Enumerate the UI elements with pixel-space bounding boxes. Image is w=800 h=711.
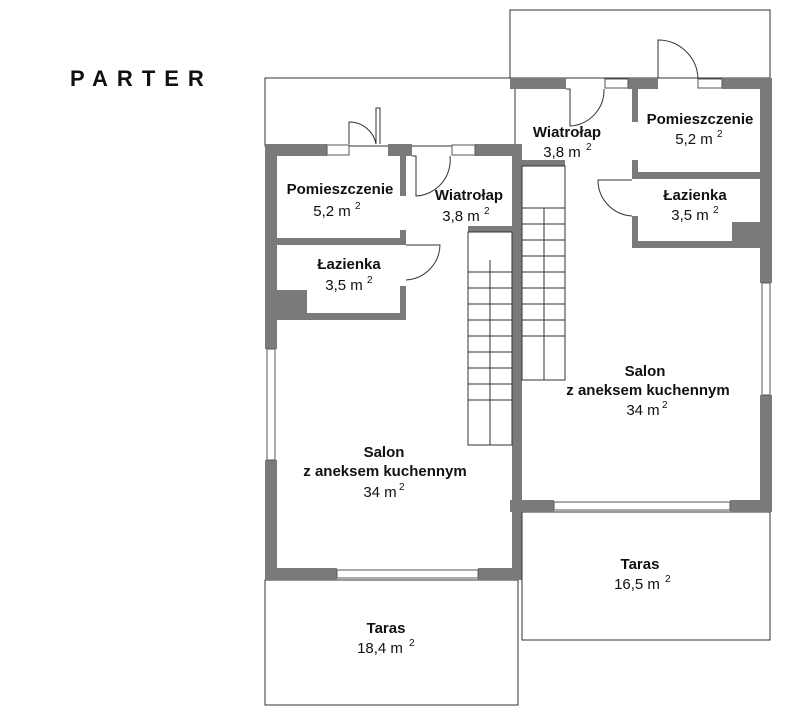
right-entrance-porch	[509, 9, 771, 79]
door-swing	[405, 244, 441, 281]
door-swing	[566, 88, 605, 127]
plan-title: PARTER	[70, 66, 213, 91]
window	[761, 282, 771, 396]
door-swing	[348, 107, 381, 145]
window	[451, 144, 476, 156]
door-swing	[657, 39, 699, 79]
door-swing	[412, 155, 451, 197]
right-unit	[509, 9, 772, 641]
right-terrace	[521, 511, 771, 641]
left-terrace	[264, 579, 519, 706]
right-stairs	[521, 165, 566, 381]
sliding-door	[336, 569, 479, 579]
window	[326, 144, 350, 156]
door-swing	[597, 179, 633, 217]
window	[604, 78, 629, 89]
left-entrance-porch	[264, 77, 516, 147]
window	[697, 78, 723, 89]
left-unit	[264, 77, 522, 706]
sliding-door	[553, 501, 731, 511]
window	[266, 348, 276, 461]
left-stairs	[467, 231, 513, 446]
